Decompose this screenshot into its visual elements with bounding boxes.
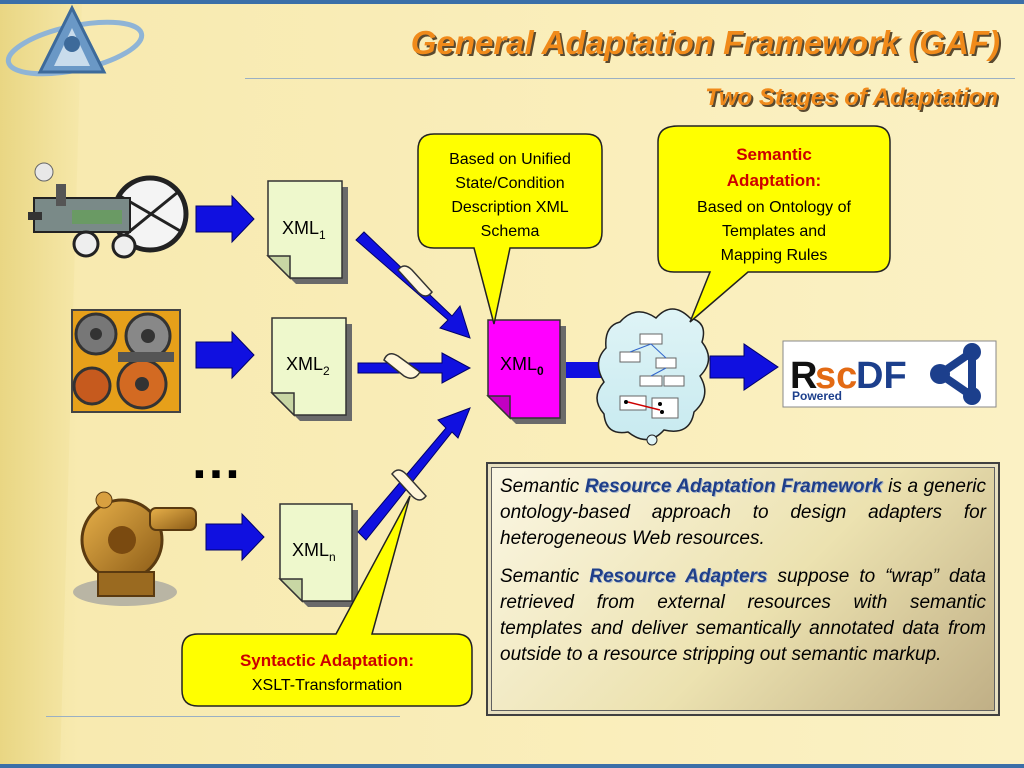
steam-engine-image [28, 162, 189, 259]
svg-text:Semantic: Semantic [736, 145, 812, 164]
page-title: General Adaptation Framework (GAF) [410, 24, 1000, 61]
svg-text:Based on Unified: Based on Unified [449, 151, 571, 168]
svg-text:Schema: Schema [481, 223, 540, 240]
svg-text:Adaptation:: Adaptation: [727, 171, 821, 190]
corner-logo [5, 4, 145, 77]
svg-text:DF: DF [856, 355, 907, 397]
title-divider [245, 78, 1015, 79]
svg-text:XML2: XML2 [286, 354, 330, 378]
pump-image [73, 491, 197, 606]
page-subtitle: Two Stages of Adaptation [705, 84, 998, 111]
ellipsis: … [190, 432, 242, 490]
description-box: Semantic Resource Adaptation Framework i… [486, 462, 1000, 716]
svg-text:Syntactic Adaptation:: Syntactic Adaptation: [240, 651, 414, 670]
svg-text:Powered: Powered [792, 389, 842, 403]
rdf-graph-icon [930, 343, 981, 405]
svg-text:State/Condition: State/Condition [455, 175, 564, 192]
svg-text:XML1: XML1 [282, 218, 326, 242]
connector-bar [566, 362, 606, 378]
svg-text:XMLn: XMLn [292, 540, 336, 564]
callout-syntactic: Syntactic Adaptation: XSLT-Transformatio… [181, 495, 473, 707]
svg-text:Mapping Rules: Mapping Rules [721, 247, 828, 264]
p1-prefix: Semantic [500, 476, 585, 497]
xml0-document: XML0 [486, 319, 566, 424]
ontology-cloud [596, 308, 710, 446]
xml-doc-2: XML2 [270, 317, 352, 421]
p2-prefix: Semantic [500, 566, 590, 587]
svg-text:sc: sc [815, 355, 857, 397]
callout-semantic: Semantic Adaptation: Based on Ontology o… [657, 125, 891, 323]
description-paragraph-1: Semantic Resource Adaptation Framework i… [500, 474, 986, 552]
rscdf-logo: R sc DF Powered [782, 340, 997, 408]
resource-adaptation-framework-term: Resource Adaptation Framework [584, 476, 883, 497]
xml-doc-n: XMLn [278, 503, 358, 607]
p1-suffix: is a generic ontology-based approach to … [500, 476, 986, 549]
description-paragraph-2: Semantic Resource Adapters suppose to “w… [500, 564, 986, 668]
svg-text:XML0: XML0 [500, 354, 544, 378]
input-arrows [195, 194, 265, 562]
svg-text:R: R [790, 355, 817, 397]
resource-adapters-term: Resource Adapters [589, 566, 768, 587]
gears-image [71, 309, 181, 413]
svg-text:XSLT-Transformation: XSLT-Transformation [252, 677, 402, 694]
p2-suffix: suppose to “wrap” data retrieved from ex… [500, 566, 986, 665]
svg-text:Templates and: Templates and [722, 223, 826, 240]
scroll-icon [383, 265, 433, 501]
xml-doc-1: XML1 [266, 180, 348, 284]
svg-text:Description XML: Description XML [451, 199, 568, 216]
bottom-divider [46, 716, 400, 717]
output-arrow [709, 343, 779, 391]
svg-text:Based on Ontology of: Based on Ontology of [697, 199, 851, 216]
callout-schema: Based on Unified State/Condition Descrip… [417, 133, 603, 325]
